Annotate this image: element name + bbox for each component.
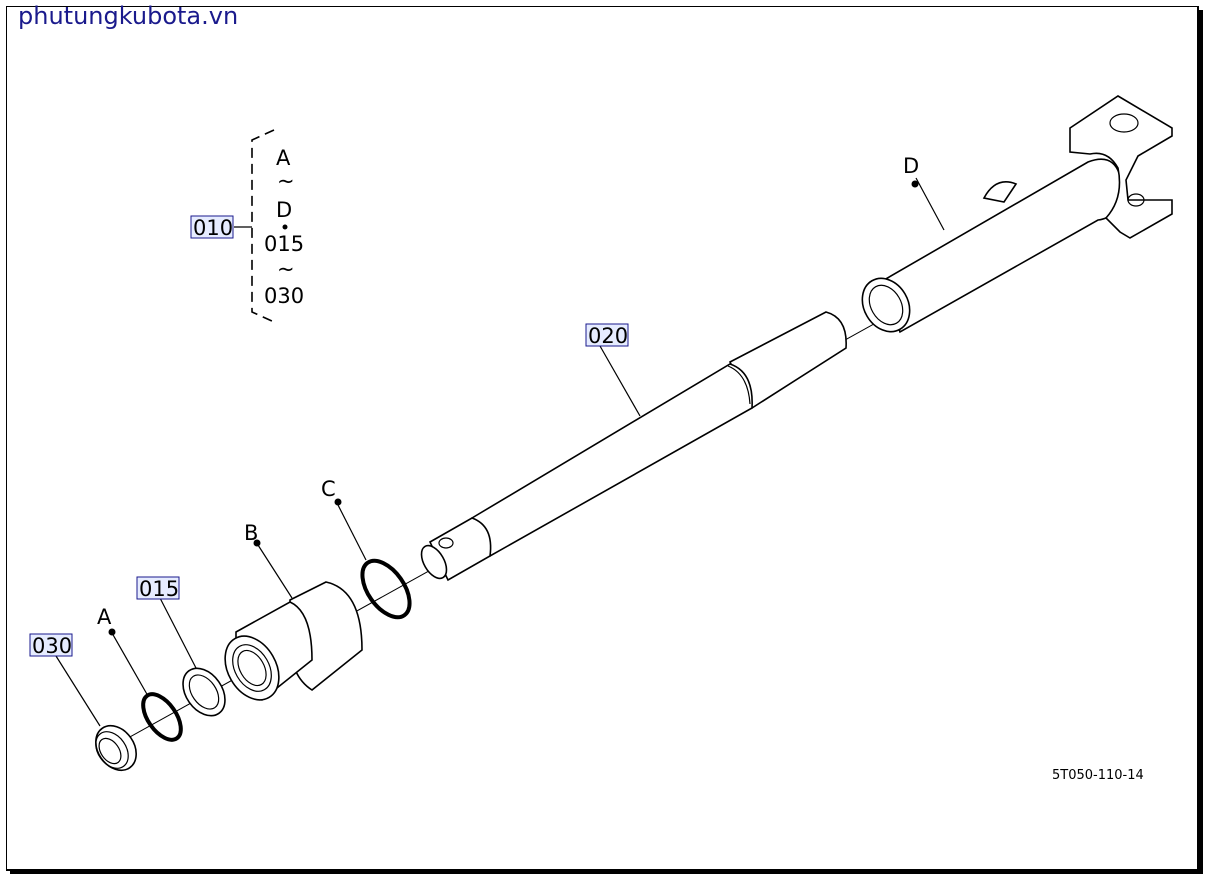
label-d[interactable]: D — [903, 154, 919, 178]
part-c-o-ring[interactable] — [353, 552, 419, 625]
watermark-text: phutungkubota.vn — [18, 2, 239, 30]
key-line-6: 030 — [264, 284, 304, 308]
key-line-5: ~ — [277, 257, 295, 281]
part-015-ring[interactable] — [174, 660, 233, 723]
callout-015[interactable]: 015 — [139, 577, 179, 601]
callout-020[interactable]: 020 — [588, 324, 628, 348]
key-line-2: ~ — [277, 169, 295, 193]
label-b[interactable]: B — [244, 521, 258, 545]
callout-010[interactable]: 010 — [193, 216, 233, 240]
part-020-rod[interactable] — [416, 311, 847, 583]
part-d-bracket-tube[interactable] — [853, 95, 1173, 340]
callout-010-box[interactable] — [190, 215, 234, 239]
assembly-key: 010 A ~ D 015 ~ 030 — [190, 129, 304, 323]
callout-030-box[interactable] — [29, 633, 73, 657]
part-a-o-ring[interactable] — [136, 688, 189, 747]
callout-020-box[interactable] — [585, 323, 629, 347]
key-line-4: 015 — [264, 232, 304, 256]
key-line-1: A — [276, 146, 291, 170]
frame-shadow-right — [1199, 10, 1203, 872]
key-line-3: D — [276, 198, 292, 222]
part-b-gland[interactable] — [214, 581, 363, 709]
label-a[interactable]: A — [97, 605, 112, 629]
frame-shadow-bottom — [10, 870, 1203, 874]
callout-015-box[interactable] — [136, 576, 180, 600]
part-030-dust-seal[interactable] — [87, 718, 144, 778]
label-c[interactable]: C — [321, 477, 336, 501]
drawing-code: 5T050-110-14 — [1052, 768, 1144, 783]
callout-030[interactable]: 030 — [32, 634, 72, 658]
